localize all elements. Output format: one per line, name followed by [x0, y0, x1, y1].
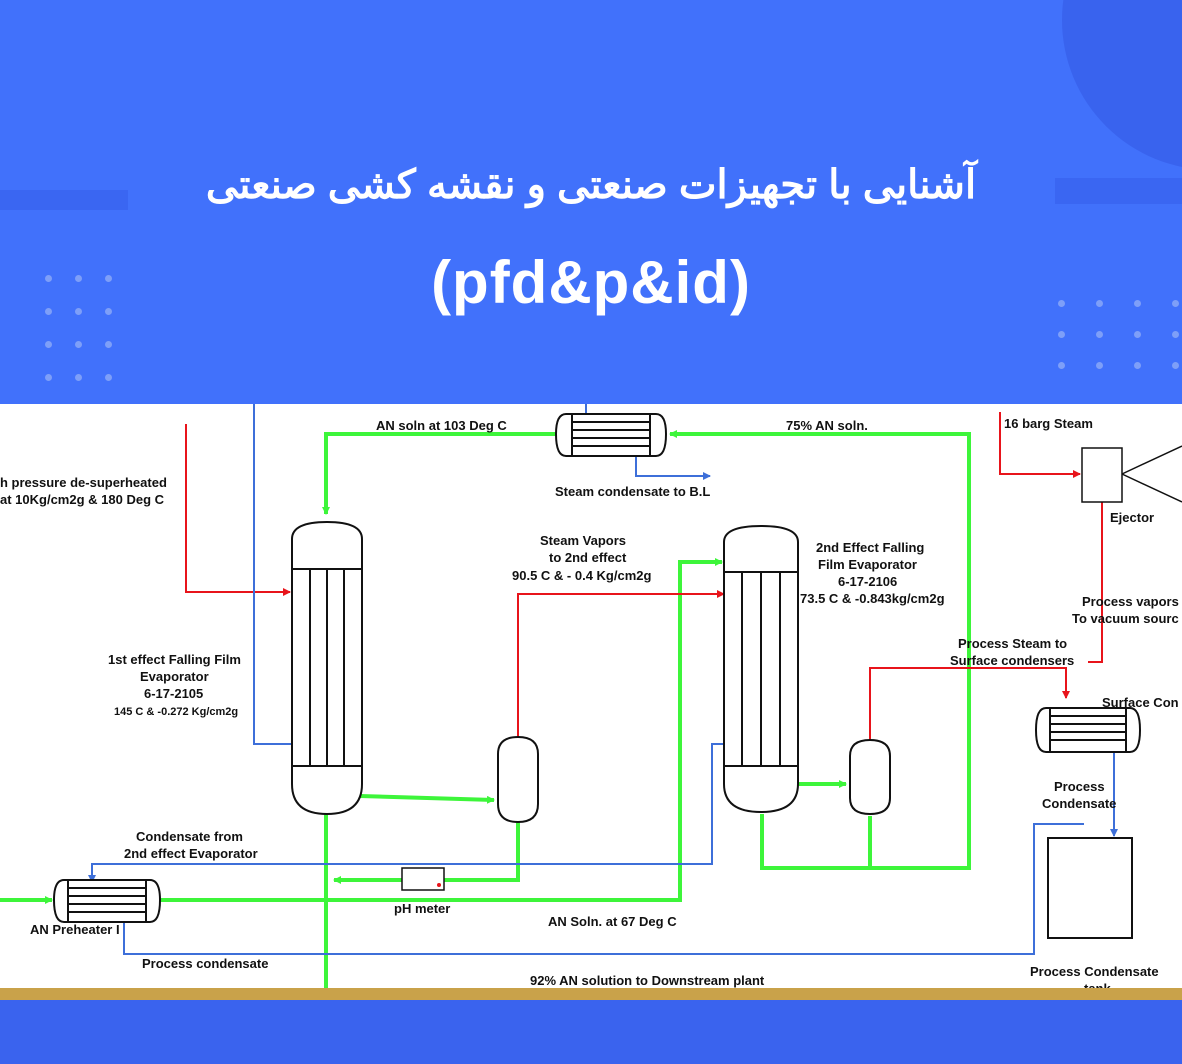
- label-steam-vapors-2: to 2nd effect: [549, 550, 627, 565]
- line-steam-cond-bl: [635, 456, 711, 480]
- label-steam-condensate-bl: Steam condensate to B.L: [555, 484, 710, 499]
- steam-condenser-exchanger: [554, 413, 668, 457]
- gold-strip: [0, 988, 1182, 1000]
- line-16barg-steam: [999, 412, 1081, 478]
- line-cond-from-2nd: [88, 743, 724, 883]
- label-an-preheater: AN Preheater I: [30, 922, 120, 937]
- label-process-vapors-2: To vacuum sourc: [1072, 611, 1179, 626]
- label-evap2-1: 2nd Effect Falling: [816, 540, 924, 555]
- line-an-soln-103: [322, 432, 560, 515]
- label-evap2-3: 6-17-2106: [838, 574, 897, 589]
- separator-2: [849, 738, 891, 816]
- label-steam-desup-2: at 10Kg/cm2g & 180 Deg C: [0, 492, 165, 507]
- an-preheater-exchanger: [52, 879, 162, 923]
- line-steam-vapors: [517, 590, 725, 739]
- decor-dots-right: [1058, 300, 1180, 369]
- label-steam-desup-1: h pressure de-superheated: [0, 475, 167, 490]
- line-separator2-recycle: [760, 814, 872, 870]
- label-steam-vapors-3: 90.5 C & - 0.4 Kg/cm2g: [512, 568, 651, 583]
- ph-meter-instrument: [401, 867, 445, 891]
- decor-bar-left: [0, 190, 128, 210]
- label-16-barg-steam: 16 barg Steam: [1004, 416, 1093, 431]
- decor-dots-left: [45, 275, 113, 381]
- separator-1: [497, 735, 539, 824]
- label-evap2-4: 73.5 C & -0.843kg/cm2g: [800, 591, 945, 606]
- label-pc-tank-1: Process Condensate: [1030, 964, 1159, 979]
- line-75-an-soln: [669, 430, 971, 840]
- evaporator-1: [291, 520, 363, 816]
- line-process-vapors: [1088, 502, 1103, 663]
- line-blue-top-to-evap1: [253, 404, 292, 745]
- surface-condenser-exchanger: [1034, 707, 1142, 753]
- label-an-soln-75: 75% AN soln.: [786, 418, 868, 433]
- label-an-92: 92% AN solution to Downstream plant: [530, 973, 765, 988]
- label-evap1-1: 1st effect Falling Film: [108, 652, 241, 667]
- banner: آشنایی با تجهیزات صنعتی و نقشه کشی صنعتی…: [0, 0, 1182, 404]
- process-condensate-tank: [1047, 837, 1133, 939]
- label-an-soln-67: AN Soln. at 67 Deg C: [548, 914, 677, 929]
- pfd-diagram: AN soln at 103 Deg C 75% AN soln. 16 bar…: [0, 404, 1182, 996]
- label-process-steam-1: Process Steam to: [958, 636, 1067, 651]
- footer-band: [0, 1000, 1182, 1064]
- label-evap2-2: Film Evaporator: [818, 557, 917, 572]
- label-process-condensate: Process condensate: [142, 956, 268, 971]
- label-condensate-from-2: 2nd effect Evaporator: [124, 846, 258, 861]
- label-ph-meter: pH meter: [394, 901, 450, 916]
- label-condensate-from-1: Condensate from: [136, 829, 243, 844]
- label-steam-vapors-1: Steam Vapors: [540, 533, 626, 548]
- line-process-condensate: [123, 823, 1084, 955]
- label-process-condensate-2: Condensate: [1042, 796, 1116, 811]
- ejector: [1081, 445, 1182, 503]
- line-evap1-to-separator1: [359, 794, 495, 804]
- line-separator2-return: [780, 840, 971, 870]
- label-ejector: Ejector: [1110, 510, 1154, 525]
- label-process-vapors-1: Process vapors: [1082, 594, 1179, 609]
- decor-bar-right: [1055, 178, 1182, 204]
- label-an-soln-103: AN soln at 103 Deg C: [376, 418, 507, 433]
- label-surface-condenser: Surface Con: [1102, 695, 1179, 710]
- label-process-condensate-1: Process: [1054, 779, 1105, 794]
- evaporator-2: [723, 524, 799, 814]
- title-persian: آشنایی با تجهیزات صنعتی و نقشه کشی صنعتی: [205, 163, 977, 207]
- title-english: (pfd&p&id): [431, 249, 751, 316]
- line-sep1-to-ph: [333, 822, 520, 884]
- decor-circle: [1062, 0, 1182, 170]
- label-evap1-3: 6-17-2105: [144, 686, 203, 701]
- label-evap1-2: Evaporator: [140, 669, 209, 684]
- line-preheater-to-evap2: [158, 558, 723, 902]
- line-process-steam: [869, 667, 1070, 740]
- line-steam-to-evap1: [185, 424, 291, 596]
- label-evap1-4: 145 C & -0.272 Kg/cm2g: [114, 706, 238, 718]
- pfd-svg: AN soln at 103 Deg C 75% AN soln. 16 bar…: [0, 404, 1182, 996]
- label-process-steam-2: Surface condensers: [950, 653, 1074, 668]
